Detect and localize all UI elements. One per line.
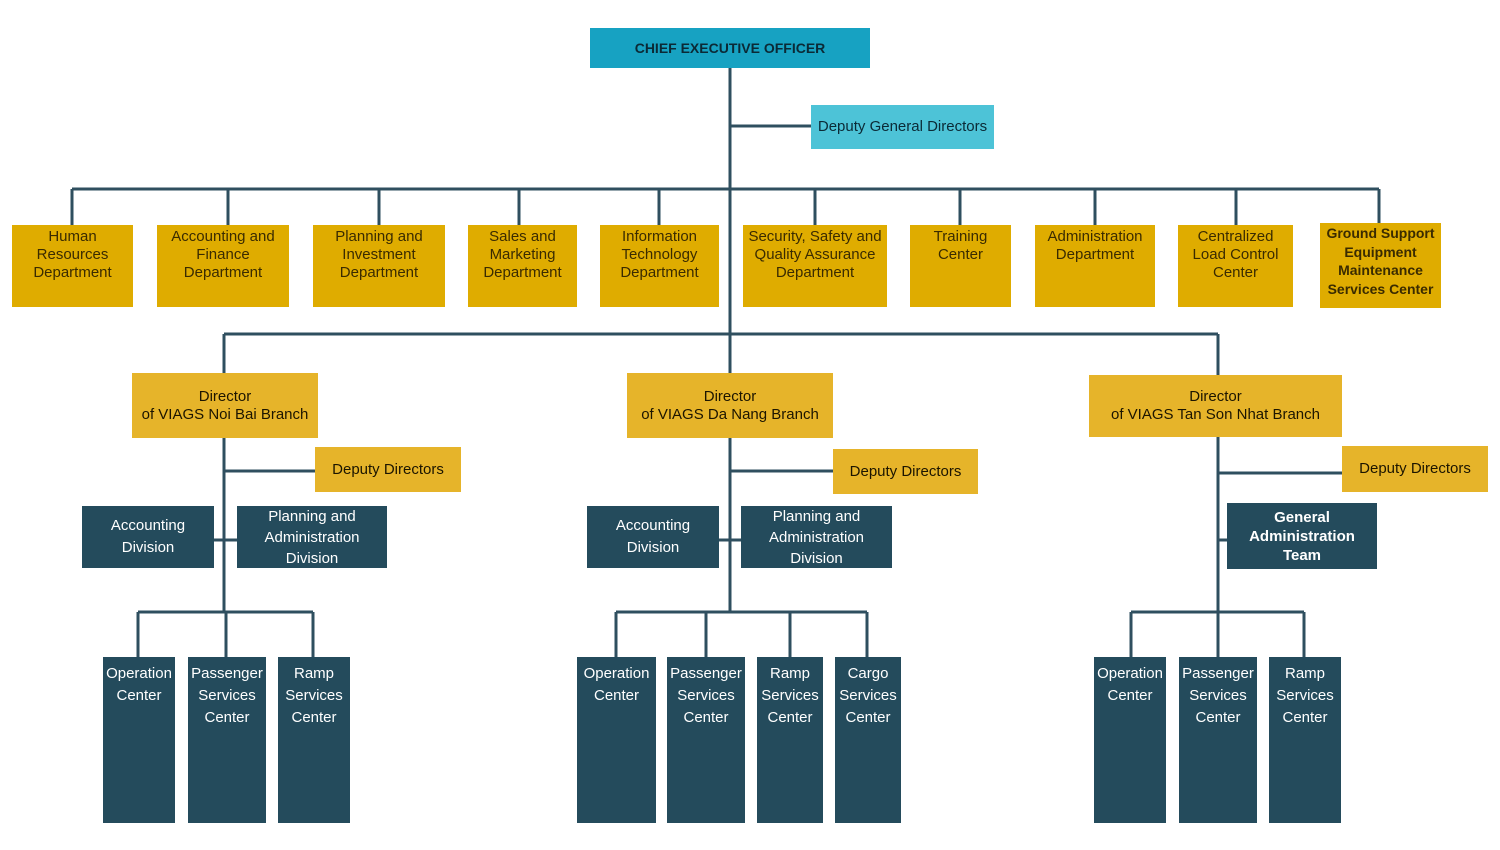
tan-son-nhat-general-administration-team: General Administration Team <box>1227 503 1377 569</box>
noi-bai-ramp-services-center: Ramp Services Center <box>278 657 350 823</box>
dept-planning-investment: Planning and Investment Department <box>313 225 445 307</box>
dept-administration: Administration Department <box>1035 225 1155 307</box>
noi-bai-accounting-division: Accounting Division <box>82 506 214 568</box>
deputy-directors-noi-bai: Deputy Directors <box>315 447 461 492</box>
da-nang-operation-center: Operation Center <box>577 657 656 823</box>
ceo-box: CHIEF EXECUTIVE OFFICER <box>590 28 870 68</box>
da-nang-accounting-division: Accounting Division <box>587 506 719 568</box>
dept-ground-support-equipment: Ground Support Equipment Maintenance Ser… <box>1320 223 1441 308</box>
deputy-directors-tan-son-nhat: Deputy Directors <box>1342 446 1488 492</box>
tan-son-nhat-operation-center: Operation Center <box>1094 657 1166 823</box>
noi-bai-operation-center: Operation Center <box>103 657 175 823</box>
director-da-nang-box: Director of VIAGS Da Nang Branch <box>627 373 833 438</box>
dept-security-safety-quality: Security, Safety and Quality Assurance D… <box>743 225 887 307</box>
dept-sales-marketing: Sales and Marketing Department <box>468 225 577 307</box>
dept-information-technology: Information Technology Department <box>600 225 719 307</box>
tan-son-nhat-passenger-services-center: Passenger Services Center <box>1179 657 1257 823</box>
director-noi-bai-box: Director of VIAGS Noi Bai Branch <box>132 373 318 438</box>
deputy-general-directors-box: Deputy General Directors <box>811 105 994 149</box>
da-nang-planning-administration-division: Planning and Administration Division <box>741 506 892 568</box>
director-tan-son-nhat-box: Director of VIAGS Tan Son Nhat Branch <box>1089 375 1342 437</box>
noi-bai-planning-administration-division: Planning and Administration Division <box>237 506 387 568</box>
deputy-directors-da-nang: Deputy Directors <box>833 449 978 494</box>
dept-accounting-finance: Accounting and Finance Department <box>157 225 289 307</box>
tan-son-nhat-ramp-services-center: Ramp Services Center <box>1269 657 1341 823</box>
noi-bai-passenger-services-center: Passenger Services Center <box>188 657 266 823</box>
da-nang-cargo-services-center: Cargo Services Center <box>835 657 901 823</box>
da-nang-ramp-services-center: Ramp Services Center <box>757 657 823 823</box>
dept-human-resources: Human Resources Department <box>12 225 133 307</box>
dept-training-center: Training Center <box>910 225 1011 307</box>
dept-centralized-load-control: Centralized Load Control Center <box>1178 225 1293 307</box>
da-nang-passenger-services-center: Passenger Services Center <box>667 657 745 823</box>
